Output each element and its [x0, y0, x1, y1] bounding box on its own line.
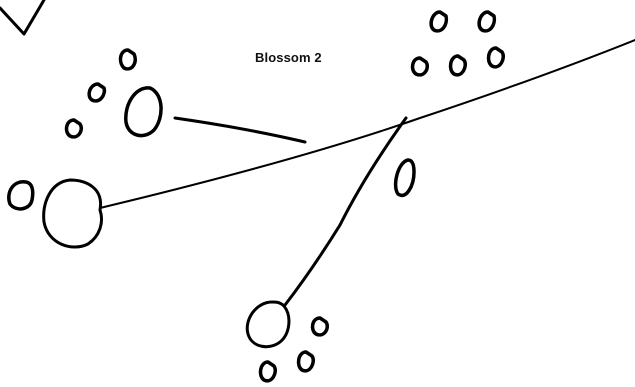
main-branch — [99, 39, 635, 209]
large-blossom-left — [42, 178, 103, 249]
bud-right-3 — [410, 56, 429, 77]
bud-upper-large — [124, 86, 163, 138]
bud-bottom-2 — [258, 360, 277, 383]
large-blossom-bottom — [245, 300, 291, 349]
upper-left-branch — [173, 116, 307, 144]
bud-bottom-1 — [310, 316, 329, 337]
bud-right-1 — [429, 10, 449, 33]
bud-right-4 — [448, 54, 467, 77]
bud-lower-branch — [393, 158, 416, 198]
bud-right-2 — [477, 10, 497, 33]
bud-right-5 — [486, 46, 505, 69]
bud-left-small — [7, 180, 35, 211]
bud-upper-3 — [64, 118, 83, 139]
bud-upper-2 — [87, 82, 107, 103]
bud-bottom-3 — [296, 350, 315, 373]
lower-branch — [283, 116, 408, 307]
corner-stroke — [0, 0, 46, 36]
blossom-label: Blossom 2 — [255, 50, 322, 65]
bud-upper-1 — [118, 48, 137, 71]
